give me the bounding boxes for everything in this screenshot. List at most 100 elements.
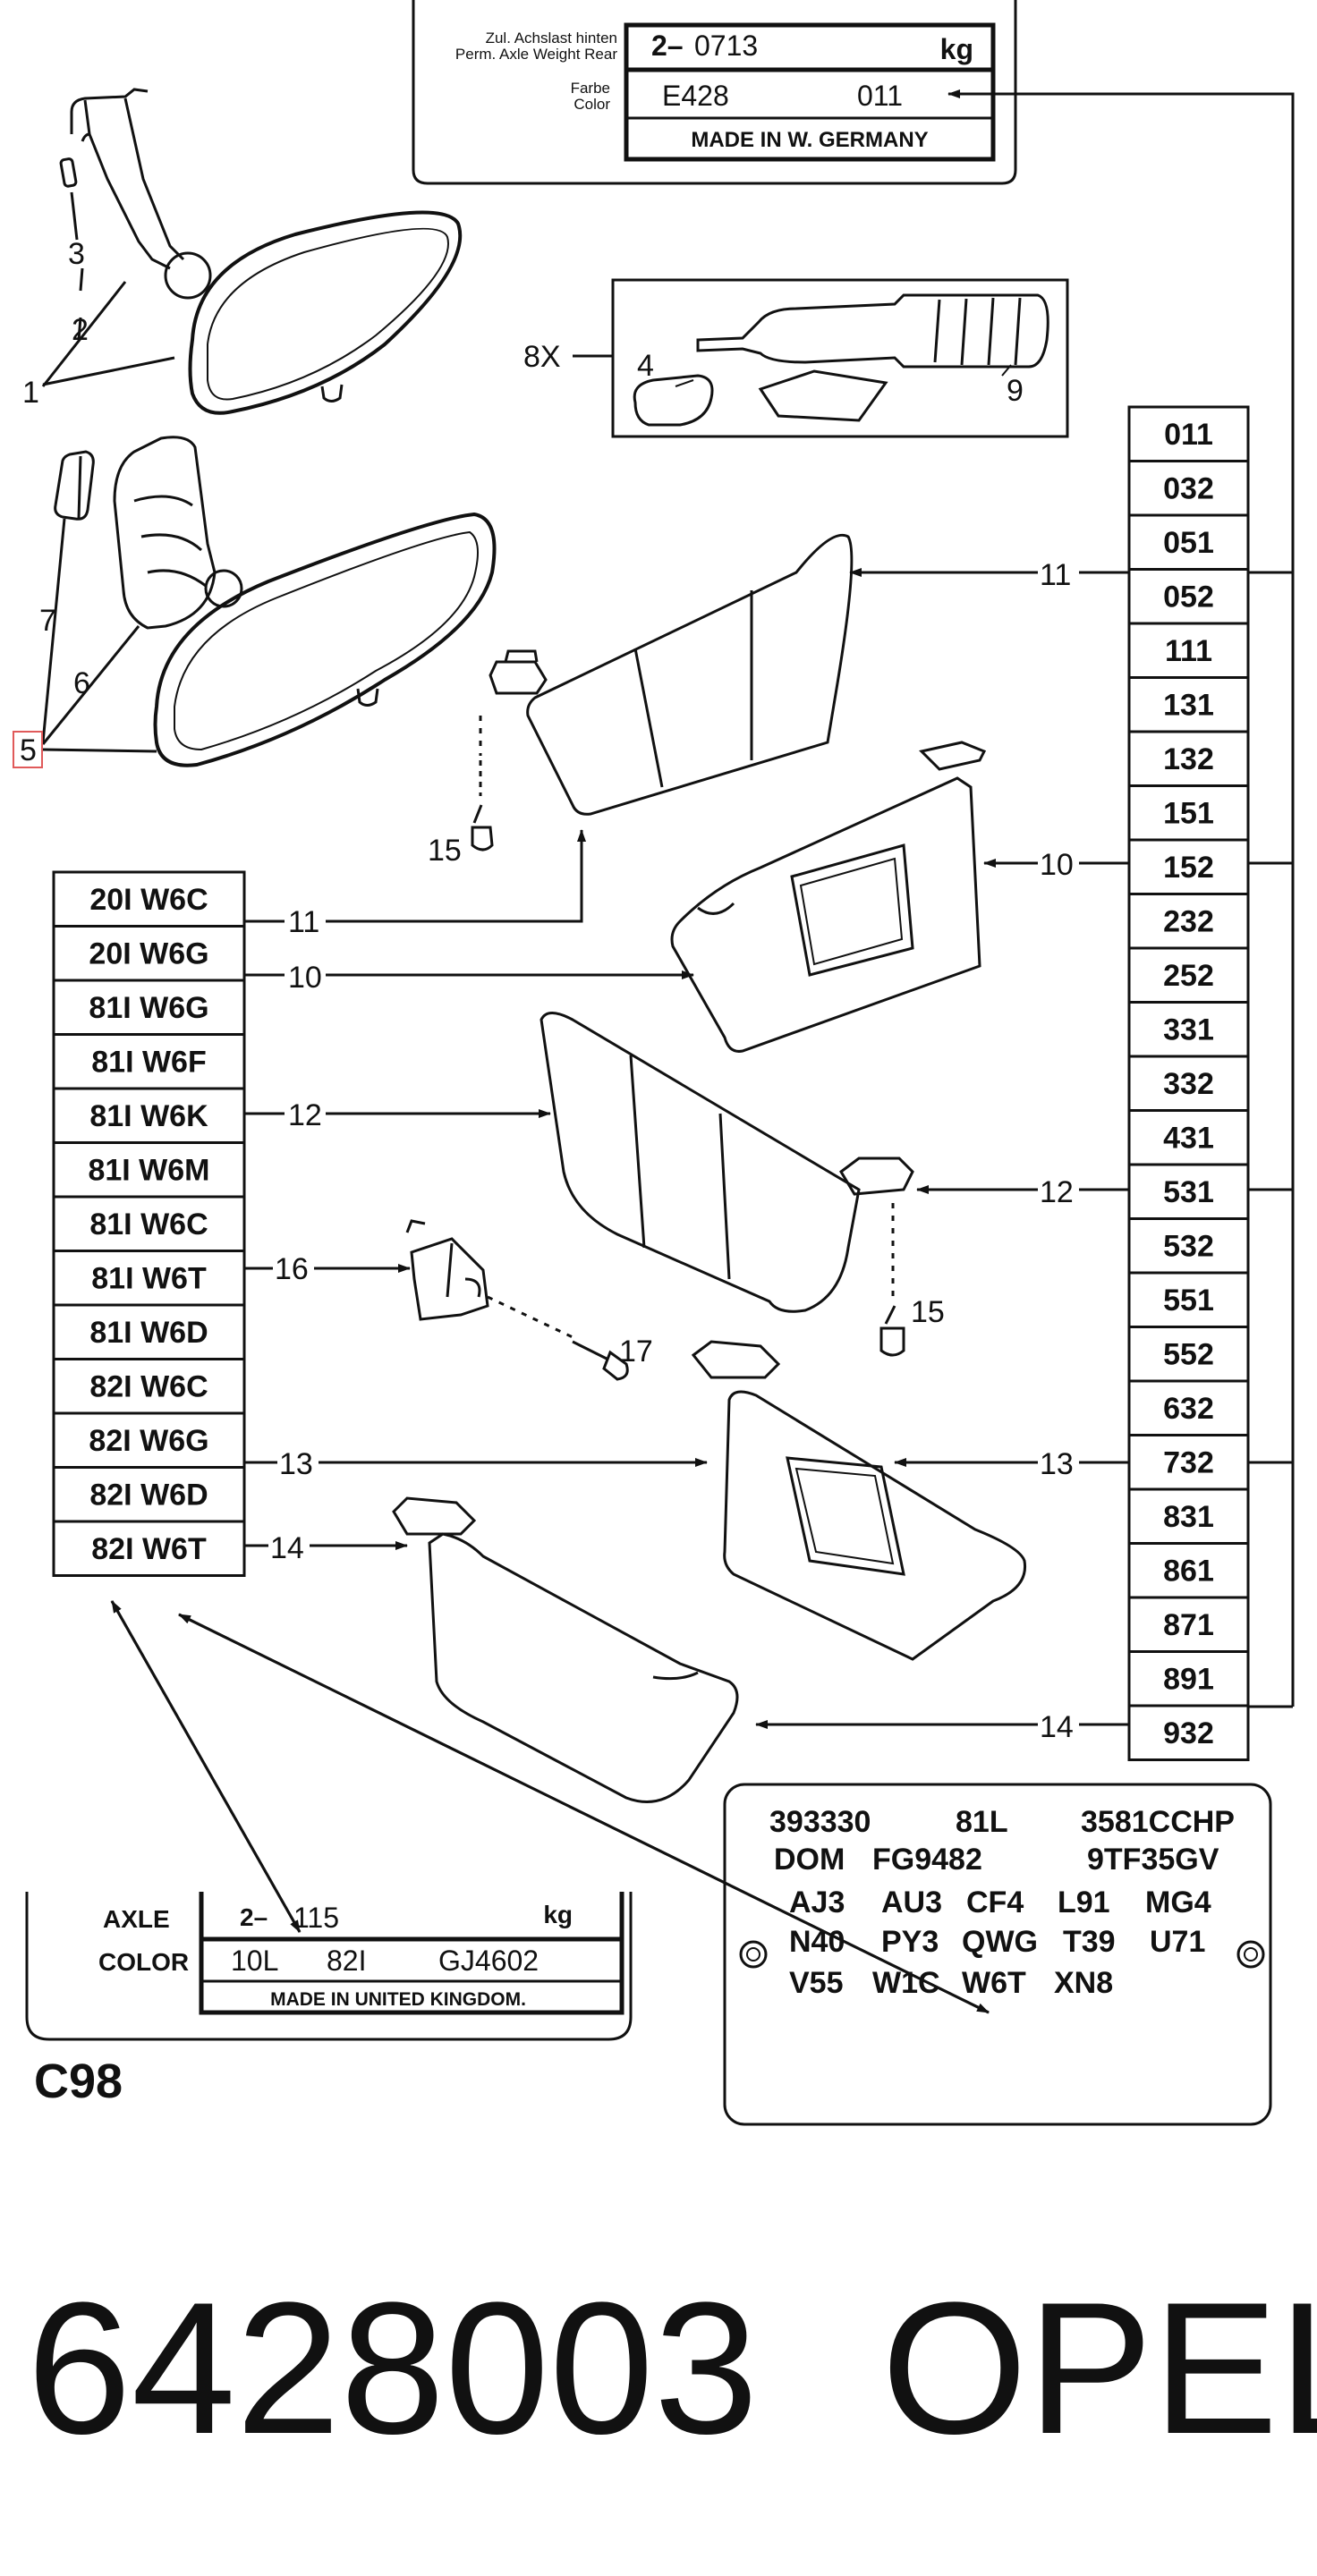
right-code-text: 332 [1163,1067,1214,1101]
right-code-table: 0110320510521111311321511522322523313324… [1127,405,1250,1761]
right-code-text: 891 [1163,1663,1214,1697]
germany-label: Zul. Achslast hinten Perm. Axle Weight R… [412,0,1017,185]
option-code: MG4 [1145,1885,1211,1919]
right-code-text: 052 [1163,580,1214,614]
axle-value: 0713 [694,30,758,62]
option-code: L91 [1058,1885,1110,1919]
callout-1: 1 [22,376,39,410]
callout-13-right: 13 [1040,1447,1074,1481]
uk-label: AXLE COLOR 2– 115 kg 10L 82I GJ4602 MADE… [25,1892,633,2041]
option-code: 81L [956,1805,1008,1839]
uk-axle-value: 115 [293,1902,339,1934]
option-code: QWG [962,1925,1038,1959]
axle-en-text: Perm. Axle Weight Rear [455,46,617,63]
callout-7: 7 [39,604,56,638]
left-code-text: 81I W6M [88,1154,209,1188]
left-code-text: 81I W6F [91,1046,206,1080]
right-code-text: 331 [1163,1013,1214,1047]
right-code-text: 551 [1163,1284,1214,1318]
option-code: CF4 [966,1885,1024,1919]
option-code: 3581CCHP [1081,1805,1235,1839]
right-code-text: 871 [1163,1608,1214,1642]
option-code: V55 [789,1966,844,2000]
callout-6: 6 [73,666,90,700]
left-code-text: 20I W6C [89,883,208,917]
right-code-text: 151 [1163,797,1214,831]
callout-16: 16 [275,1252,309,1286]
left-code-text: 82I W6T [91,1532,207,1566]
left-code-text: 81I W6T [91,1262,207,1296]
option-code: XN8 [1054,1966,1113,2000]
right-code-text: 132 [1163,742,1214,776]
mirror-assembly-second [54,436,497,767]
callout-3: 3 [68,237,85,271]
option-code: AJ3 [789,1885,845,1919]
uk-axle-prefix: 2– [240,1903,268,1931]
right-code-text: 111 [1165,634,1212,668]
left-code-cell [52,1520,246,1577]
option-code: 393330 [769,1805,871,1839]
right-code-text: 552 [1163,1338,1214,1372]
callout-14-right: 14 [1040,1710,1074,1744]
uk-trim: 82I [327,1945,366,1977]
made-in-germany: MADE IN W. GERMANY [691,128,928,152]
option-code: W6T [962,1966,1026,2000]
option-code: FG9482 [872,1843,982,1877]
callout-11-left: 11 [288,905,319,939]
option-code: 9TF35GV [1087,1843,1219,1877]
sun-visors [392,534,1027,1803]
axle-unit: kg [940,33,973,65]
callout-12-left: 12 [288,1098,322,1132]
callout-5-highlight[interactable] [13,731,43,768]
uk-made-in: MADE IN UNITED KINGDOM. [270,1989,526,2010]
trim-code: 011 [857,80,903,112]
left-code-text: 81I W6K [89,1099,208,1133]
left-code-text: 82I W6G [89,1424,208,1458]
callout-2: 2 [72,313,89,347]
right-code-text: 531 [1163,1175,1214,1209]
left-code-text: 81I W6D [89,1316,208,1350]
right-code-text: 831 [1163,1500,1214,1534]
left-code-text: 82I W6D [89,1479,208,1513]
color-en-text: Color [574,96,610,113]
callout-10-left: 10 [288,961,322,995]
axle-prefix: 2– [651,30,684,62]
callout-5: 5 [20,733,37,767]
kit-qty-label: 8X [523,340,561,374]
uk-color-text: COLOR [98,1948,189,1976]
left-code-text: 20I W6G [89,937,208,971]
right-code-text: 011 [1164,418,1213,452]
right-code-text: 431 [1163,1122,1214,1156]
right-code-text: 861 [1163,1555,1214,1589]
callout-13-left: 13 [279,1447,313,1481]
callout-12-right: 12 [1040,1175,1074,1209]
right-code-text: 532 [1163,1230,1214,1264]
right-code-text: 131 [1163,689,1214,723]
kit-part-4-label: 4 [637,349,654,383]
paint-code: E428 [662,80,729,112]
option-code: AU3 [881,1885,942,1919]
plate-link-arrows [110,1600,990,2014]
axle-de-text: Zul. Achslast hinten [486,30,617,47]
callout-15-bottom: 15 [911,1295,945,1329]
option-code: PY3 [881,1925,939,1959]
right-code-text: 252 [1163,959,1214,993]
right-code-text: 232 [1163,905,1214,939]
part-number: 6428003 [27,2263,759,2473]
left-code-text: 82I W6C [89,1370,208,1404]
model-code: C98 [34,2055,123,2108]
right-code-text: 051 [1163,526,1214,560]
adhesive-kit-box: 8X 4 9 [523,278,1069,438]
callout-10-right: 10 [1040,848,1074,882]
callout-17: 17 [619,1335,653,1368]
right-code-cell [1127,1704,1250,1761]
right-code-text: 732 [1163,1446,1214,1480]
callout-14-left: 14 [270,1531,304,1565]
right-code-text: 152 [1163,851,1214,885]
uk-axle-unit: kg [543,1901,573,1928]
color-de-text: Farbe [571,80,610,97]
callout-15-top: 15 [428,834,462,868]
